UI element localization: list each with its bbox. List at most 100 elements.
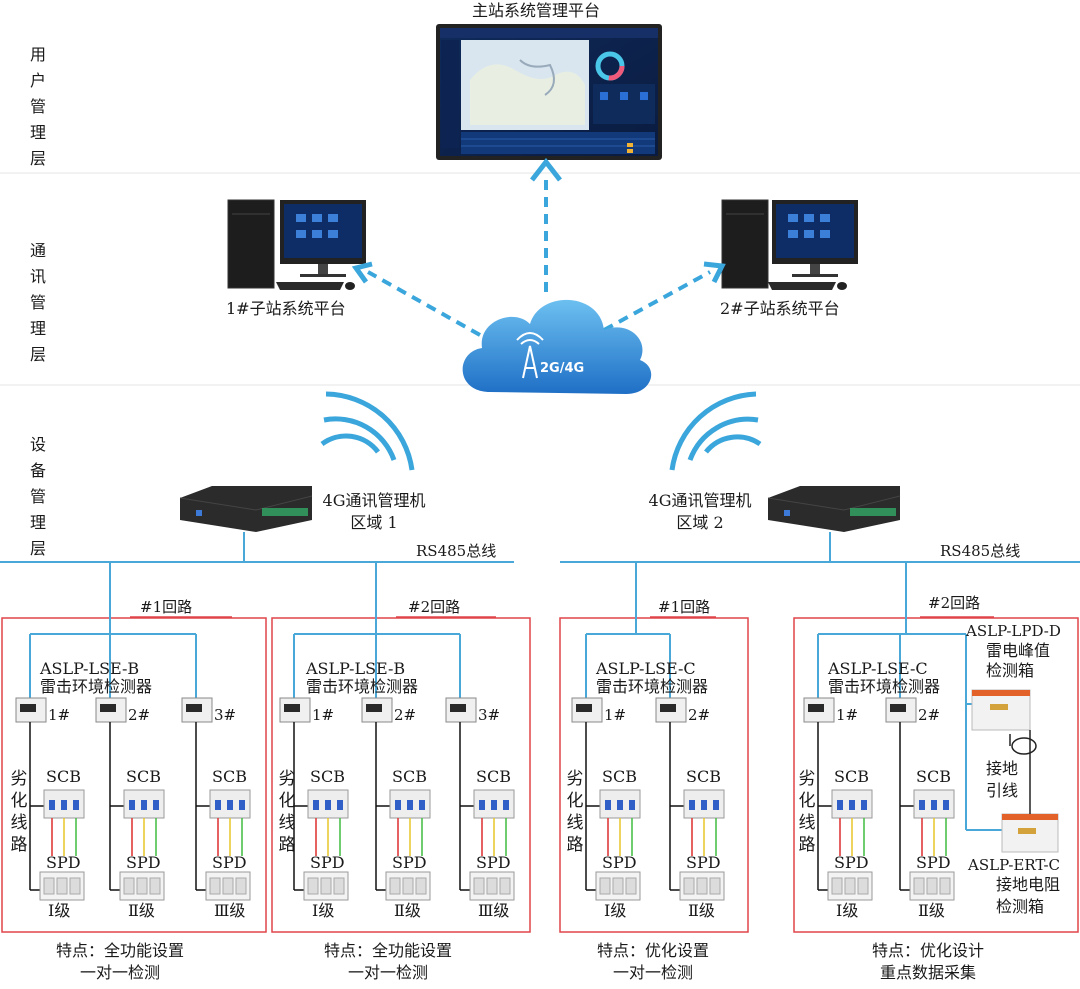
meter-display bbox=[186, 704, 202, 712]
spd-pole bbox=[499, 877, 511, 895]
scb-handle bbox=[861, 800, 867, 810]
gateway-2-area: 区域 2 bbox=[676, 513, 724, 532]
meter-display bbox=[366, 704, 382, 712]
spd-label: SPD bbox=[310, 853, 345, 872]
lpd-detector-box bbox=[971, 689, 1031, 731]
scb-handle bbox=[49, 800, 55, 810]
scb-label: SCB bbox=[126, 767, 161, 786]
loop-label: #2回路 bbox=[408, 598, 461, 616]
ground-lead-line1: 接地 bbox=[986, 759, 1019, 778]
spd-pole bbox=[599, 877, 611, 895]
spd-pole bbox=[320, 877, 332, 895]
meter-number: 3# bbox=[214, 706, 237, 724]
scb-label: SCB bbox=[602, 767, 637, 786]
ert-line2: 检测箱 bbox=[996, 897, 1045, 916]
scb-handle bbox=[227, 800, 233, 810]
spd-pole bbox=[123, 877, 135, 895]
scb-handle bbox=[931, 800, 937, 810]
gateway-1-name: 4G通讯管理机 bbox=[322, 491, 426, 510]
ground-lead-line2: 引线 bbox=[986, 781, 1019, 800]
pc-right bbox=[721, 199, 858, 290]
spd-pole bbox=[149, 877, 161, 895]
scb-handle bbox=[395, 800, 401, 810]
scb-handle bbox=[153, 800, 159, 810]
scb-handle bbox=[713, 800, 719, 810]
gateway-2-device bbox=[767, 486, 901, 532]
loop-label: #2回路 bbox=[928, 594, 981, 612]
scb-handle bbox=[337, 800, 343, 810]
spd-level-label: Ⅰ级 bbox=[836, 901, 859, 920]
scb-label: SCB bbox=[834, 767, 869, 786]
spd-pole bbox=[56, 877, 68, 895]
spd-pole bbox=[939, 877, 951, 895]
ert-detector-box bbox=[1001, 813, 1059, 853]
scb-handle bbox=[215, 800, 221, 810]
meter-display bbox=[450, 704, 466, 712]
bus-drops bbox=[29, 562, 1002, 831]
detector-type: 雷击环境检测器 bbox=[40, 677, 153, 696]
spd-pole bbox=[844, 877, 856, 895]
scb-handle bbox=[61, 800, 67, 810]
wireless-signal-right-icon bbox=[669, 391, 762, 471]
gateway-1-area: 区域 1 bbox=[350, 513, 398, 532]
master-platform-title: 主站系统管理平台 bbox=[472, 1, 601, 20]
pc-left bbox=[227, 199, 366, 290]
spd-pole bbox=[222, 877, 234, 895]
scb-label: SCB bbox=[916, 767, 951, 786]
spd-label: SPD bbox=[212, 853, 247, 872]
arrow-head bbox=[351, 261, 373, 284]
scb-label: SCB bbox=[46, 767, 81, 786]
detector-model: ASLP-LSE-C bbox=[596, 659, 696, 678]
arrow-head bbox=[703, 261, 726, 284]
spd-pole bbox=[696, 877, 708, 895]
spd-label: SPD bbox=[46, 853, 81, 872]
master-monitor bbox=[436, 24, 662, 160]
spd-label: SPD bbox=[686, 853, 721, 872]
arrow-head bbox=[530, 157, 562, 182]
meter-number: 2# bbox=[918, 706, 941, 724]
ert-line1: 接地电阻 bbox=[996, 875, 1061, 894]
spd-label: SPD bbox=[476, 853, 511, 872]
spd-pole bbox=[625, 877, 637, 895]
spd-pole bbox=[709, 877, 721, 895]
degrade-line-label: 劣化线路 bbox=[278, 769, 296, 855]
meter-display bbox=[660, 704, 676, 712]
scb-label: SCB bbox=[392, 767, 427, 786]
group-boxes bbox=[1, 617, 1079, 933]
scb-handle bbox=[129, 800, 135, 810]
lpd-line2: 检测箱 bbox=[986, 661, 1035, 680]
spd-pole bbox=[857, 877, 869, 895]
spd-label: SPD bbox=[602, 853, 637, 872]
spd-pole bbox=[307, 877, 319, 895]
feature-2: 特点：全功能设置一对一检测 bbox=[323, 941, 452, 982]
loop-label: #1回路 bbox=[658, 598, 711, 616]
spd-pole bbox=[402, 877, 414, 895]
spd-level-label: Ⅰ级 bbox=[312, 901, 335, 920]
spd-label: SPD bbox=[916, 853, 951, 872]
detector-model: ASLP-LSE-C bbox=[828, 659, 928, 678]
detector-type: 雷击环境检测器 bbox=[306, 677, 419, 696]
meter-display bbox=[808, 704, 824, 712]
scb-handle bbox=[919, 800, 925, 810]
spd-pole bbox=[209, 877, 221, 895]
meter-number: 2# bbox=[128, 706, 151, 724]
sub-platform-1-label: 1#子站系统平台 bbox=[226, 299, 346, 318]
spd-label: SPD bbox=[126, 853, 161, 872]
degrade-line-label: 劣化线路 bbox=[10, 769, 28, 855]
scb-label: SCB bbox=[310, 767, 345, 786]
spd-pole bbox=[43, 877, 55, 895]
spd-label: SPD bbox=[834, 853, 869, 872]
lpd-line1: 雷电峰值 bbox=[986, 641, 1051, 660]
scb-handle bbox=[629, 800, 635, 810]
spd-pole bbox=[486, 877, 498, 895]
sub-platform-2-label: 2#子站系统平台 bbox=[720, 299, 840, 318]
meter-number: 2# bbox=[688, 706, 711, 724]
loop-label: #1回路 bbox=[140, 598, 193, 616]
scb-handle bbox=[605, 800, 611, 810]
uplink-sub1 bbox=[367, 270, 481, 337]
bus-label-2: RS485总线 bbox=[940, 542, 1021, 560]
spd-pole bbox=[473, 877, 485, 895]
meter-display bbox=[284, 704, 300, 712]
scb-handle bbox=[491, 800, 497, 810]
